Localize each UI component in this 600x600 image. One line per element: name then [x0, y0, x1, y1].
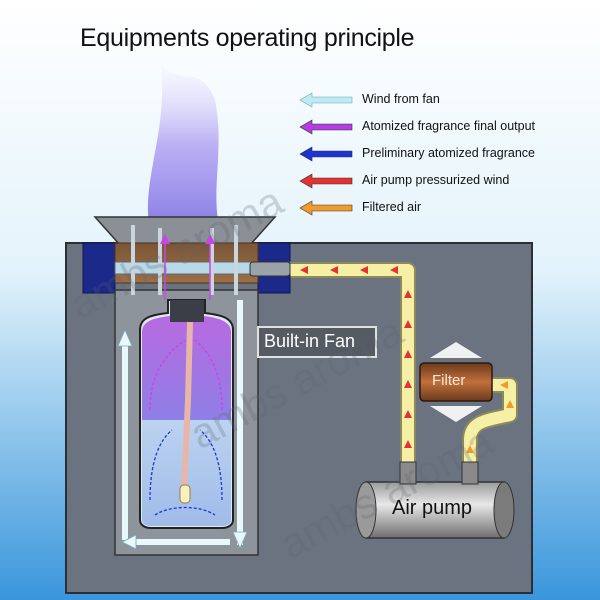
final-output-arrows [149, 240, 223, 411]
legend-label: Filtered air [362, 200, 422, 214]
legend-label: Wind from fan [362, 92, 440, 106]
filter-label: Filter [432, 372, 466, 389]
legend-arrow-left-icon [299, 173, 353, 189]
legend-label: Atomized fragrance final output [362, 119, 536, 133]
bottle-neck [170, 300, 204, 322]
air-tube [290, 262, 518, 465]
legend-arrow-left-icon [299, 146, 353, 162]
fan-label: Built-in Fan [264, 331, 356, 351]
filtered-air-arrows [466, 381, 514, 453]
fan-label-box [257, 326, 377, 358]
rising-mist [147, 60, 220, 230]
side-block-left [82, 242, 116, 294]
nozzle [249, 261, 291, 277]
dip-tube [181, 321, 193, 491]
pump-label: Air pump [392, 497, 473, 519]
legend-label: Air pump pressurized wind [362, 173, 510, 187]
fan-wind-arrows [122, 300, 243, 545]
legend-arrow-left-icon [299, 200, 353, 216]
legend-arrow-left-icon [299, 119, 353, 135]
air-pump [355, 461, 515, 539]
legend-label: Preliminary atomized fragrance [362, 146, 535, 160]
preliminary-fragrance-arrows [149, 429, 223, 516]
pressurized-wind-arrows [300, 266, 412, 448]
filter [419, 342, 493, 422]
legend-arrows [299, 92, 353, 216]
legend-arrow-left-icon [299, 92, 353, 108]
page-title: Equipments operating principle [80, 24, 415, 52]
